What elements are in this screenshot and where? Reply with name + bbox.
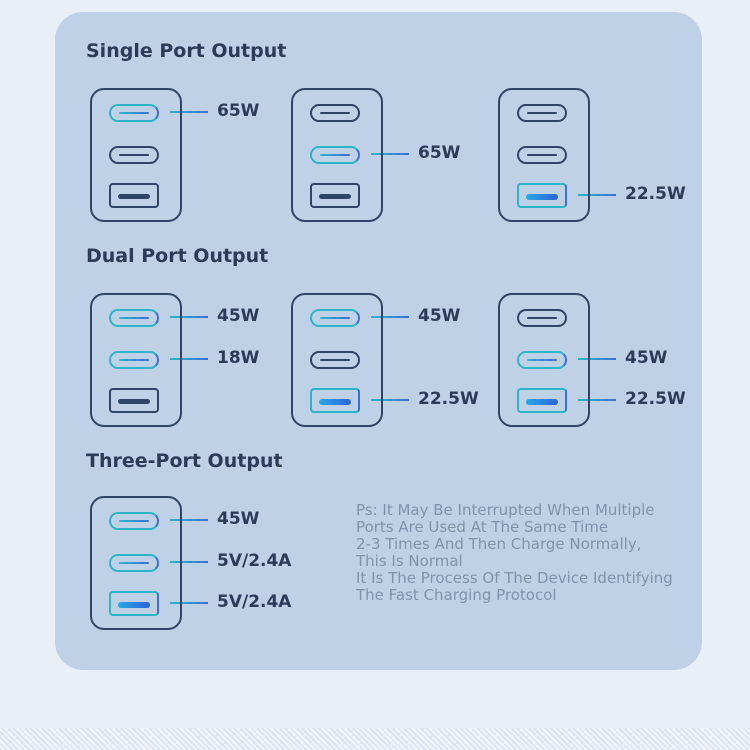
usb-c-port-icon xyxy=(310,309,360,327)
callout-line xyxy=(371,153,409,155)
usb-a-port-icon xyxy=(310,183,360,208)
note-line: The Fast Charging Protocol xyxy=(356,586,557,604)
callout-line xyxy=(170,316,208,318)
bottom-texture xyxy=(0,728,750,750)
usb-c-port-icon xyxy=(517,146,567,164)
section-title: Three-Port Output xyxy=(86,450,283,472)
usb-a-port-icon xyxy=(310,388,360,413)
usb-c-port-icon xyxy=(109,351,159,369)
output-label: 22.5W xyxy=(625,184,686,204)
charger-diagram xyxy=(498,293,590,427)
callout-line xyxy=(170,602,208,604)
note-line: Ports Are Used At The Same Time xyxy=(356,518,609,536)
output-label: 45W xyxy=(625,348,668,368)
charger-diagram xyxy=(291,88,383,222)
charger-diagram xyxy=(90,293,182,427)
charger-diagram xyxy=(498,88,590,222)
note-line: It Is The Process Of The Device Identify… xyxy=(356,569,673,587)
charger-diagram xyxy=(90,496,182,630)
usb-c-port-icon xyxy=(109,146,159,164)
charger-diagram xyxy=(90,88,182,222)
usb-a-port-icon xyxy=(517,183,567,208)
callout-line xyxy=(371,316,409,318)
output-label: 22.5W xyxy=(418,389,479,409)
output-label: 22.5W xyxy=(625,389,686,409)
usb-c-port-icon xyxy=(109,309,159,327)
callout-line xyxy=(170,111,208,113)
callout-line xyxy=(170,519,208,521)
section-title: Single Port Output xyxy=(86,40,287,62)
callout-line xyxy=(170,561,208,563)
usb-c-port-icon xyxy=(109,512,159,530)
usb-a-port-icon xyxy=(109,591,159,616)
callout-line xyxy=(578,194,616,196)
output-label: 65W xyxy=(217,101,260,121)
usb-c-port-icon xyxy=(517,351,567,369)
callout-line xyxy=(578,358,616,360)
output-label: 5V/2.4A xyxy=(217,592,292,612)
usb-c-port-icon xyxy=(517,104,567,122)
output-label: 18W xyxy=(217,348,260,368)
output-label: 45W xyxy=(217,509,260,529)
usb-a-port-icon xyxy=(109,388,159,413)
output-label: 45W xyxy=(418,306,461,326)
output-label: 65W xyxy=(418,143,461,163)
callout-line xyxy=(578,399,616,401)
usb-c-port-icon xyxy=(109,554,159,572)
callout-line xyxy=(371,399,409,401)
charger-diagram xyxy=(291,293,383,427)
output-label: 5V/2.4A xyxy=(217,551,292,571)
note-line: This Is Normal xyxy=(356,552,463,570)
output-panel xyxy=(55,12,702,670)
output-label: 45W xyxy=(217,306,260,326)
usb-c-port-icon xyxy=(517,309,567,327)
callout-line xyxy=(170,358,208,360)
usb-c-port-icon xyxy=(109,104,159,122)
usb-c-port-icon xyxy=(310,146,360,164)
note-line: Ps: It May Be Interrupted When Multiple xyxy=(356,501,655,519)
section-title: Dual Port Output xyxy=(86,245,269,267)
usb-c-port-icon xyxy=(310,104,360,122)
usb-c-port-icon xyxy=(310,351,360,369)
usb-a-port-icon xyxy=(517,388,567,413)
note-line: 2-3 Times And Then Charge Normally, xyxy=(356,535,642,553)
usb-a-port-icon xyxy=(109,183,159,208)
